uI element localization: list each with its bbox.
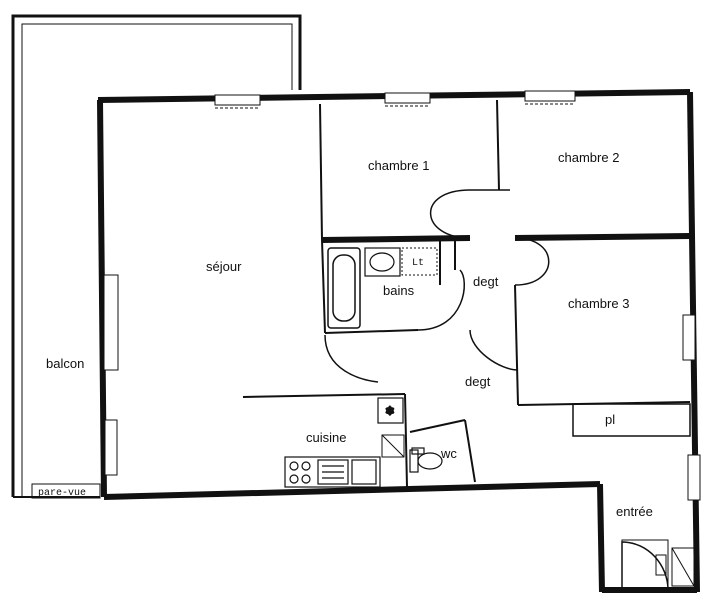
bathroom-sink [364,247,401,277]
room-label-degt-upper: degt [473,274,499,289]
exterior-walls [97,89,700,593]
annotation-lt: Lt [412,258,424,269]
bathtub [327,247,361,329]
room-label-pl: pl [605,412,615,427]
room-label-entree: entrée [616,504,653,519]
fridge: ❄ [377,397,404,424]
balcony-outline [11,14,302,499]
door-swings [324,189,669,591]
room-label-sejour: séjour [206,259,242,274]
washing-machine-space [401,247,438,276]
room-label-chambre-2: chambre 2 [558,150,619,165]
room-label-cuisine: cuisine [306,430,346,445]
windows [103,90,701,501]
annotation-pare-vue: pare-vue [38,488,86,499]
room-label-chambre-3: chambre 3 [568,296,629,311]
interior-walls [242,99,691,488]
svg-text:❄: ❄ [385,404,395,418]
room-label-wc: wc [440,446,457,461]
room-label-balcon: balcon [46,356,84,371]
kitchen-counter [284,456,381,488]
room-label-chambre-1: chambre 1 [368,158,429,173]
dishwasher [381,434,405,458]
room-label-degt-lower: degt [465,374,491,389]
utility-panel [655,547,695,587]
toilet [409,447,443,473]
room-label-bains: bains [383,283,415,298]
